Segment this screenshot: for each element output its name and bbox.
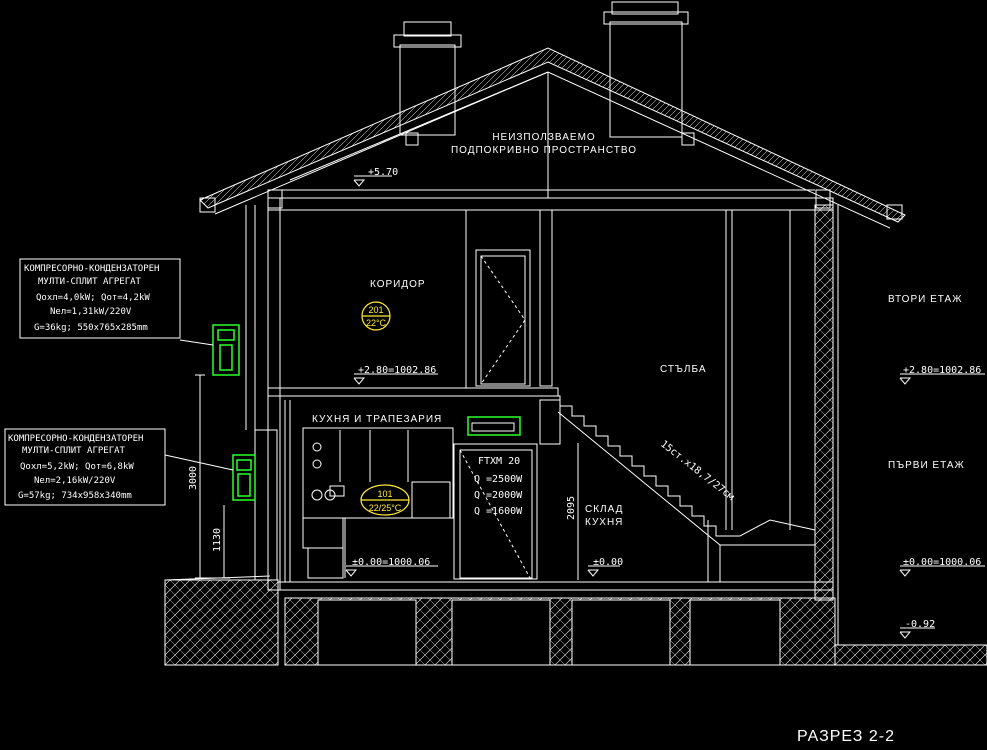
- outdoor-upper-line1: КОМПРЕСОРНО-КОНДЕНЗАТОРЕН: [24, 264, 159, 274]
- dimension-2095: 2095: [566, 496, 577, 520]
- outdoor-upper-line2: МУЛТИ-СПЛИТ АГРЕГАТ: [38, 277, 142, 287]
- room-label-storage-1: СКЛАД: [585, 504, 623, 515]
- indoor-unit: [467, 416, 521, 436]
- level-second-right: +2.80=1002.86: [903, 365, 981, 376]
- dimension-lines: [195, 374, 579, 580]
- indoor-unit-line3: Q =1600W: [474, 506, 523, 517]
- level-outside: -0.92: [905, 619, 935, 630]
- roof: [199, 47, 906, 229]
- level-ground-right: ±0.00=1000.06: [903, 557, 981, 568]
- chimneys: [393, 1, 695, 146]
- room-tag-201-temp: 22°C: [366, 318, 387, 328]
- attic-label-line2: ПОДПОКРИВНО ПРОСТРАНСТВО: [451, 145, 637, 156]
- indoor-unit-model: FTXM 20: [478, 456, 520, 467]
- walls: [245, 197, 839, 645]
- attic-label-line1: НЕИЗПОЛЗВАЕМО: [492, 132, 595, 143]
- level-ridge: +5.70: [368, 167, 398, 178]
- stair-note: 15ст.х18,7/27см: [658, 439, 736, 503]
- outdoor-lower-line1: КОМПРЕСОРНО-КОНДЕНЗАТОРЕН: [8, 434, 143, 444]
- outdoor-lower-line2: МУЛТИ-СПЛИТ АГРЕГАТ: [22, 446, 126, 456]
- room-tag-201-number: 201: [368, 305, 383, 315]
- floor-label-first: ПЪРВИ ЕТАЖ: [888, 460, 965, 471]
- section-title: РАЗРЕЗ 2-2: [797, 728, 895, 745]
- room-label-corridor: КОРИДОР: [370, 279, 426, 290]
- outdoor-upper-line3: Qохл=4,0kW; Qот=4,2kW: [36, 293, 150, 303]
- dimension-3000: 3000: [188, 466, 199, 490]
- room-label-storage-2: КУХНЯ: [585, 517, 623, 528]
- room-tag-101-number: 101: [377, 489, 392, 499]
- outdoor-upper-line4: Nел=1,31kW/220V: [50, 307, 132, 317]
- floor-label-second: ВТОРИ ЕТАЖ: [888, 294, 962, 305]
- dimension-1130: 1130: [212, 528, 223, 552]
- level-second-left: +2.80=1002.86: [358, 365, 436, 376]
- level-markers: [345, 175, 985, 639]
- room-tag-201: 201 22°C: [361, 301, 391, 331]
- outdoor-lower-line4: Nел=2,16kW/220V: [34, 476, 116, 486]
- outdoor-unit-upper-icon: [212, 324, 240, 376]
- level-ground-room: ±0.00=1000.06: [352, 557, 430, 568]
- ground-fill: [164, 575, 987, 666]
- room-tag-101: 101 22/25°C: [360, 484, 410, 516]
- indoor-unit-line1: Q =2500W: [474, 474, 523, 485]
- room-label-stair: СТЪЛБА: [660, 364, 707, 375]
- kitchen-cabinets: [302, 427, 538, 580]
- staircase: [548, 395, 816, 582]
- outdoor-unit-lower-icon: [232, 454, 256, 501]
- indoor-unit-line2: Q =2000W: [474, 490, 523, 501]
- outdoor-lower-line5: G=57kg; 734x958x340mm: [18, 491, 132, 501]
- door-upper: [475, 249, 531, 387]
- outdoor-lower-line3: Qохл=5,2kW; Qот=6,8kW: [20, 462, 134, 472]
- outdoor-upper-line5: G=36kg; 550x765x285mm: [34, 323, 148, 333]
- level-ground-stair: ±0.00: [593, 557, 623, 568]
- callout-leaders: [4, 258, 234, 506]
- room-label-kitchen-dining: КУХНЯ И ТРАПЕЗАРИЯ: [312, 414, 442, 425]
- room-tag-101-temp: 22/25°C: [369, 503, 402, 513]
